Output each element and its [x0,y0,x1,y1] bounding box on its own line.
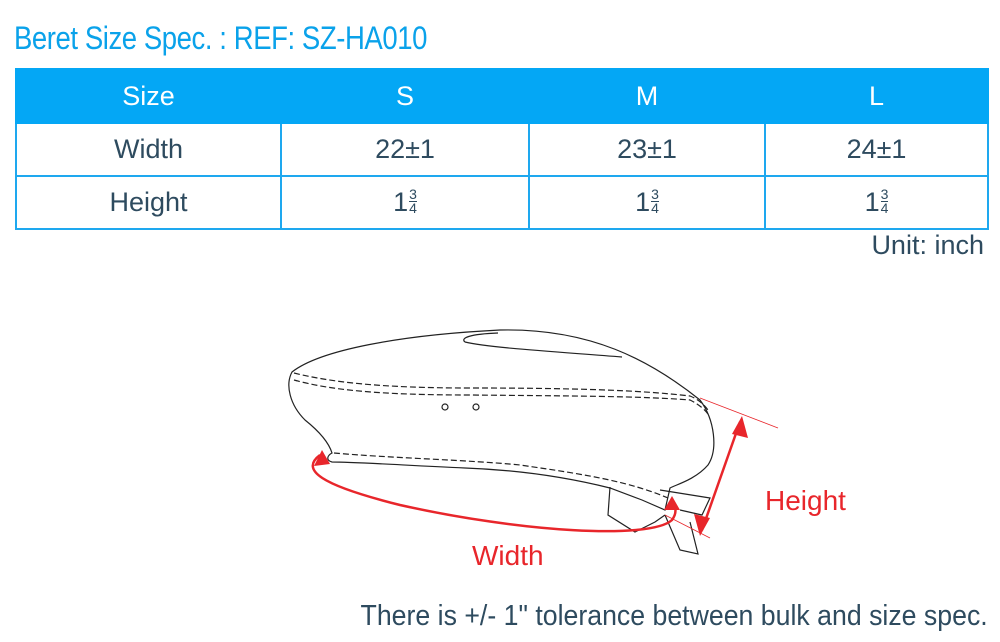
row-label: Height [15,175,282,230]
unit-label: Unit: inch [871,230,984,260]
page-title: Beret Size Spec. : REF: SZ-HA010 [14,20,427,56]
row-label: Width [15,122,282,177]
height-label: Height [765,485,846,516]
cell-value: 23±1 [528,122,766,177]
tolerance-note: There is +/- 1" tolerance between bulk a… [360,600,988,632]
table-header-row: Size S M L [15,68,989,124]
header-size: Size [15,68,282,124]
cell-value: 24±1 [764,122,989,177]
table-row-width: Width 22±1 23±1 24±1 [15,122,989,177]
beret-diagram [288,329,779,555]
header-m: M [528,68,766,124]
measure-lines [311,397,779,539]
header-s: S [280,68,530,124]
header-l: L [764,68,989,124]
width-label: Width [472,540,544,571]
beret-outline-icon [288,329,715,555]
arrowhead-icons [314,416,748,536]
cell-value: 22±1 [280,122,530,177]
size-spec-table: Size S M L Width 22±1 23±1 24±1 Height 1… [15,68,989,230]
